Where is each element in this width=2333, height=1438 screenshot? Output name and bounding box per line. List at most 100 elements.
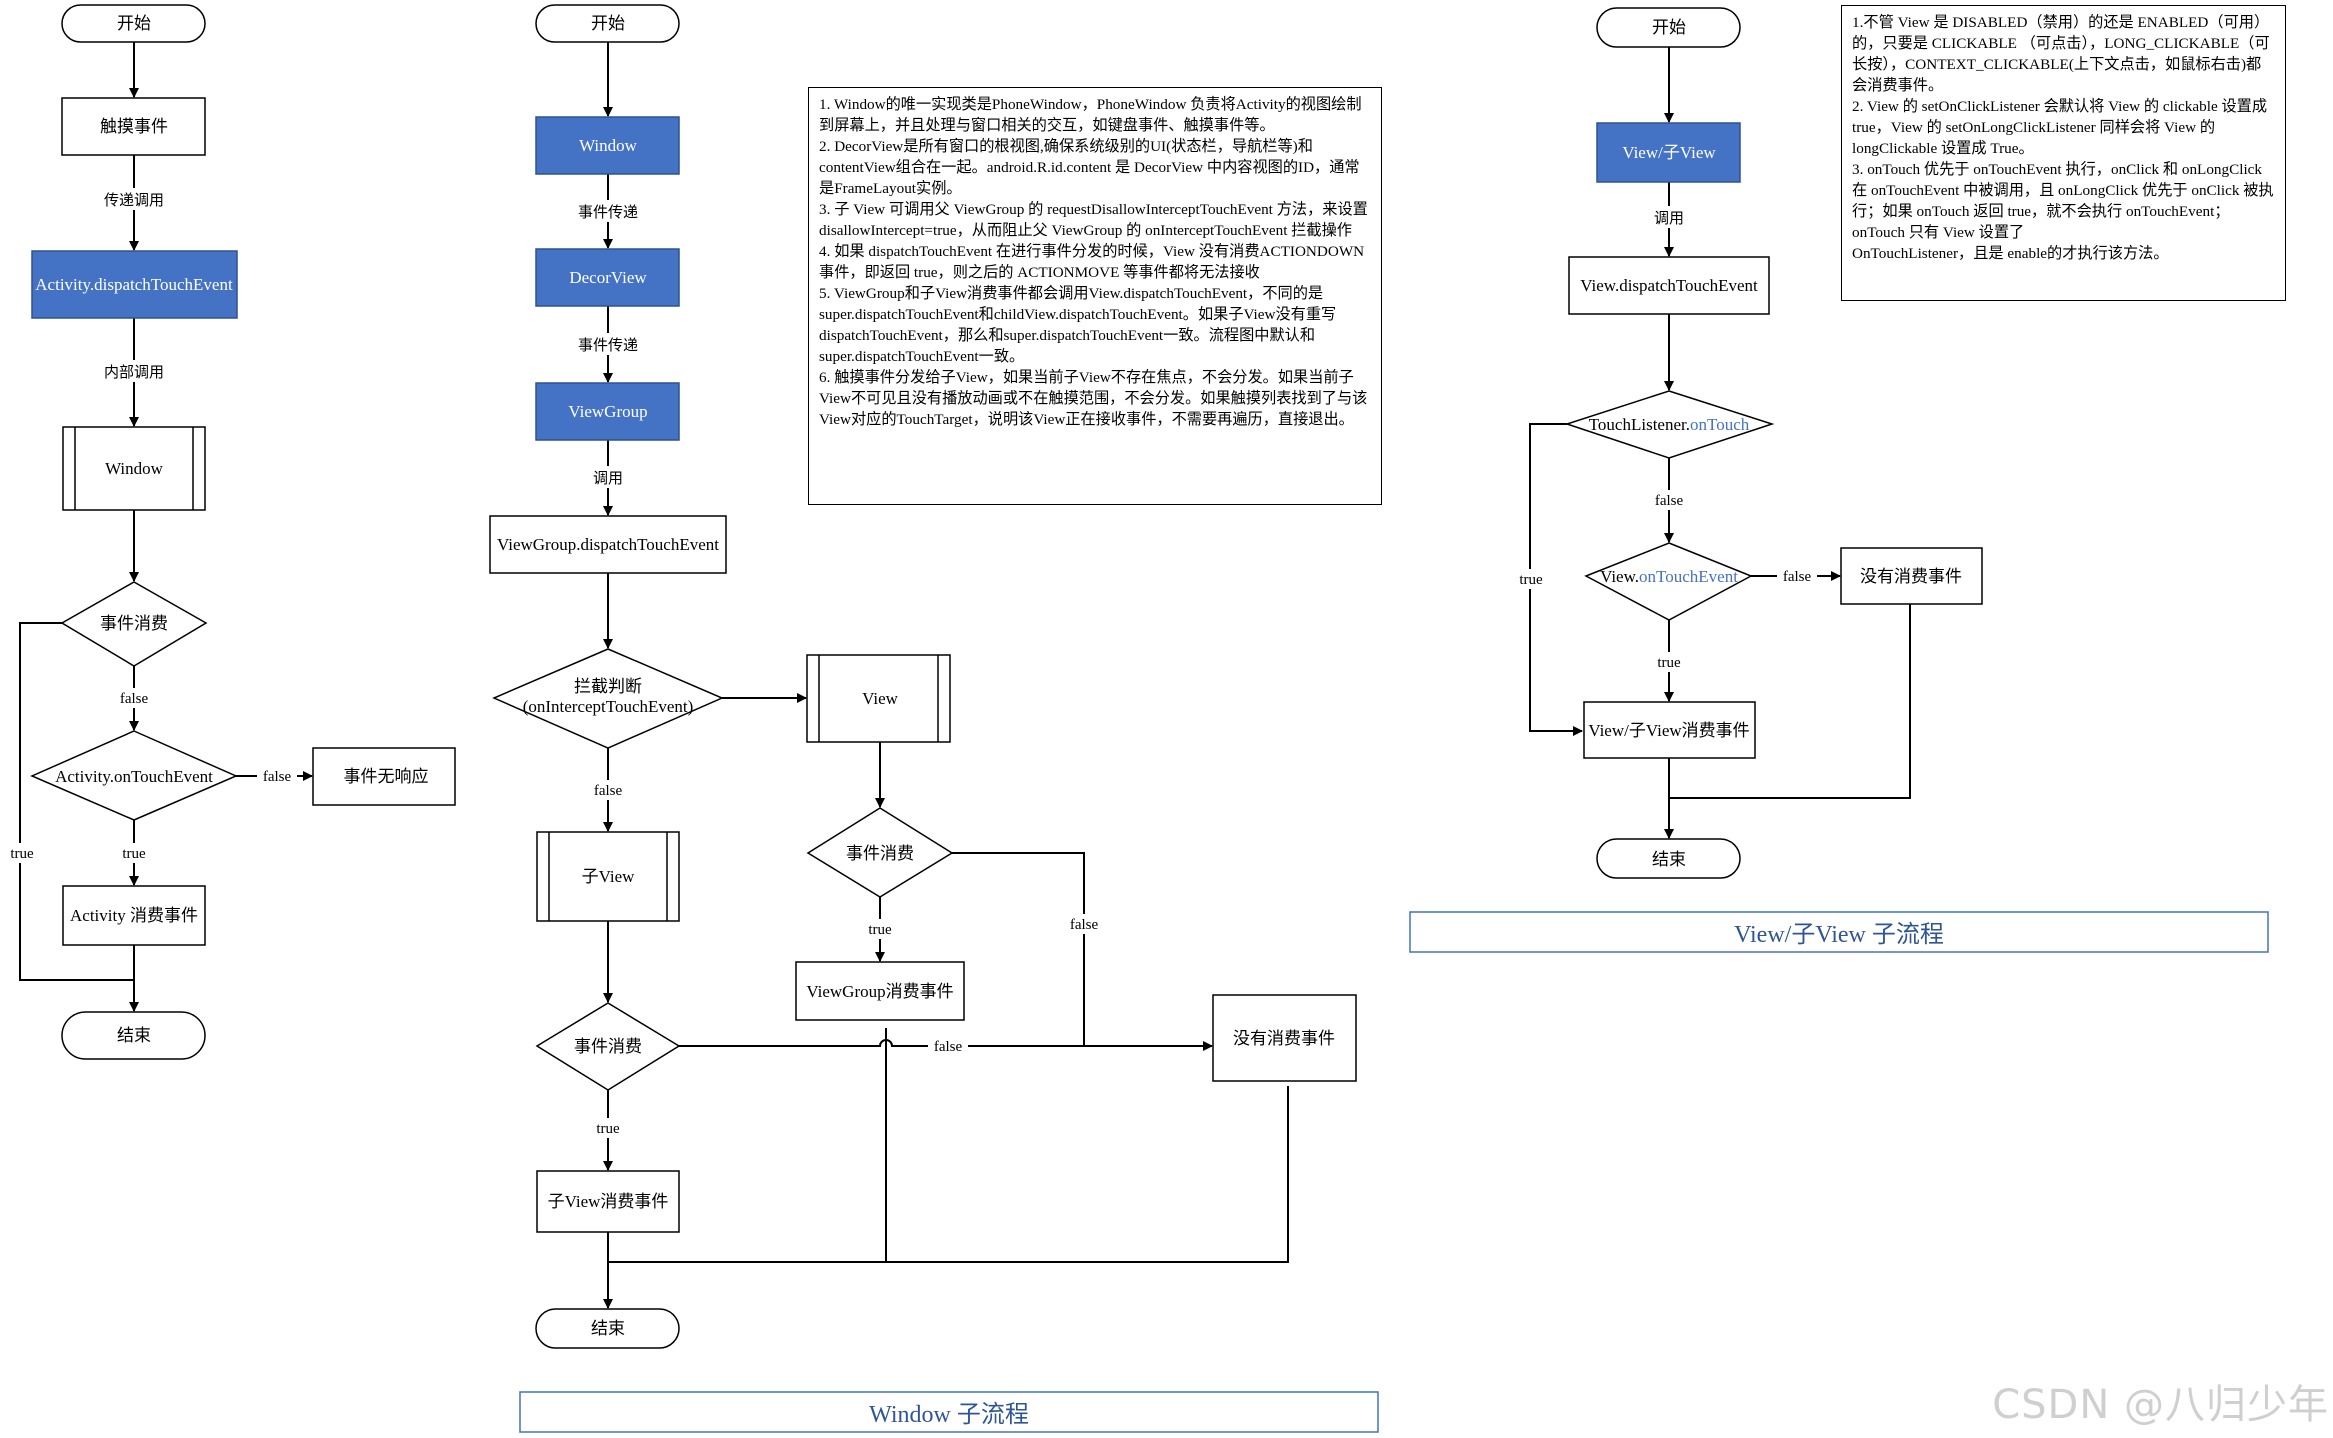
touch-listener-label: TouchListener.onTouch xyxy=(1589,415,1750,434)
label-bg xyxy=(1513,569,1549,589)
start-label: 开始 xyxy=(117,14,151,33)
csdn-watermark: CSDN @八归少年 xyxy=(1992,1382,2329,1428)
true-label: true xyxy=(122,846,146,862)
end-label: 结束 xyxy=(117,1026,151,1045)
end-label: 结束 xyxy=(1652,850,1686,869)
label-bg xyxy=(1649,490,1689,510)
call-label: 调用 xyxy=(593,470,623,487)
label-bg xyxy=(928,1036,968,1056)
window-note: 5. ViewGroup和子View消费事件都会调用View.dispatchT… xyxy=(819,285,1337,365)
true-label: true xyxy=(868,922,892,938)
start-node xyxy=(61,4,206,43)
label-bg xyxy=(568,200,648,222)
intercept-label-2: (onInterceptTouchEvent) xyxy=(523,697,694,716)
touch-event-node xyxy=(61,97,206,156)
label-bg xyxy=(1064,914,1104,934)
activity-consume-node xyxy=(62,885,206,946)
false-label: false xyxy=(1070,917,1099,933)
view-ontouchevent-prefix: View. xyxy=(1600,567,1639,586)
label-bg xyxy=(1647,206,1691,228)
view-section-frame xyxy=(1409,911,2269,953)
view-note: 1.不管 View 是 DISABLED（禁用）的还是 ENABLED（可用）的… xyxy=(1852,14,2270,94)
activity-ontouch-label: Activity.onTouchEvent xyxy=(55,767,213,786)
pass-label: 事件传递 xyxy=(578,204,638,221)
view-node xyxy=(1596,122,1741,183)
start-label: 开始 xyxy=(1652,18,1686,37)
label-bg xyxy=(1777,566,1817,586)
view-ontouchevent-suffix: onTouchEvent xyxy=(1639,567,1738,586)
decorview-label: DecorView xyxy=(569,268,647,287)
middle-flow: 开始 Window 事件传递 DecorView 事件传递 ViewGroup … xyxy=(489,4,1379,1433)
viewgroup-node xyxy=(535,382,680,441)
end-node xyxy=(535,1308,680,1349)
call-label: 调用 xyxy=(1654,210,1684,227)
window-note: 4. 如果 dispatchTouchEvent 在进行事件分发的时候，View… xyxy=(819,243,1365,281)
window-label: Window xyxy=(105,459,164,478)
view-note: OnTouchListener，且是 enable的才执行该方法。 xyxy=(1852,245,2169,262)
end-node xyxy=(61,1011,206,1060)
window-note: 2. DecorView是所有窗口的根视图,确保系统级别的UI(状态栏，导航栏等… xyxy=(819,138,1360,197)
label-bg xyxy=(116,843,152,863)
false-label: false xyxy=(120,691,149,707)
view-consume-node xyxy=(1583,701,1756,759)
edge-noconsume-end xyxy=(608,1086,1289,1263)
view-ontouchevent-decision xyxy=(1584,542,1753,621)
label-bg xyxy=(586,466,630,488)
false-label: false xyxy=(1783,569,1812,585)
label-bg xyxy=(114,688,154,708)
window-note: 6. 触摸事件分发给子View，如果当前子View不存在焦点，不会分发。如果当前… xyxy=(819,369,1368,428)
window-section-title: Window 子流程 xyxy=(869,1401,1029,1428)
intercept-label-1: 拦截判断 xyxy=(574,677,642,696)
window-node xyxy=(535,116,680,175)
intercept-decision xyxy=(492,648,724,749)
label-bg xyxy=(98,188,170,210)
view-dispatch-label: View.dispatchTouchEvent xyxy=(1580,276,1758,295)
activity-dispatch-label: Activity.dispatchTouchEvent xyxy=(35,275,233,294)
label-bg xyxy=(568,333,648,355)
touch-listener-suffix: onTouch xyxy=(1690,415,1750,434)
child-view-label: 子View xyxy=(582,867,636,886)
view-consumed-decision xyxy=(806,807,954,898)
no-consume-node xyxy=(1840,547,1983,605)
view-ontouchevent-label: View.onTouchEvent xyxy=(1600,567,1738,586)
touch-listener-prefix: TouchListener. xyxy=(1589,415,1690,434)
activity-dispatch-node xyxy=(31,250,238,319)
view-subprocess-node xyxy=(806,654,951,743)
no-response-label: 事件无响应 xyxy=(344,767,429,786)
label-bg xyxy=(98,360,170,382)
end-node xyxy=(1596,838,1741,879)
no-consume-node xyxy=(1212,994,1357,1082)
left-flow: 开始 触摸事件 传递调用 Activity.dispatchTouchEvent… xyxy=(4,4,456,1060)
false-label: false xyxy=(1655,493,1684,509)
view-consume-label: View/子View消费事件 xyxy=(1588,721,1749,740)
vg-dispatch-node xyxy=(489,515,727,574)
no-response-node xyxy=(312,747,456,806)
window-subprocess-node xyxy=(62,426,206,511)
view-note: 2. View 的 setOnClickListener 会默认将 View 的… xyxy=(1852,98,2268,157)
pass-label: 事件传递 xyxy=(578,337,638,354)
end-label: 结束 xyxy=(591,1319,625,1338)
decorview-node xyxy=(535,248,680,307)
activity-consume-label: Activity 消费事件 xyxy=(70,906,198,925)
label-bg xyxy=(588,780,628,800)
view-label: View/子View xyxy=(1622,143,1716,162)
viewgroup-label: ViewGroup xyxy=(568,402,647,421)
edge-view-false xyxy=(952,852,1085,1046)
no-consume-label: 没有消费事件 xyxy=(1233,1029,1335,1048)
window-notes-box: 1. Window的唯一实现类是PhoneWindow，PhoneWindow … xyxy=(808,87,1382,505)
view-consumed-label: 事件消费 xyxy=(846,844,914,863)
vg-consume-node xyxy=(795,961,965,1021)
child-view-subprocess-node xyxy=(536,831,680,922)
label-bg xyxy=(862,919,898,939)
event-consumed-decision xyxy=(60,581,208,667)
internal-call-label: 内部调用 xyxy=(104,364,164,381)
window-label: Window xyxy=(579,136,638,155)
right-flow: 开始 View/子View 调用 View.dispatchTouchEvent… xyxy=(1409,7,2269,953)
touch-event-label: 触摸事件 xyxy=(100,117,168,136)
edge-consumed-true-bypass xyxy=(19,622,134,981)
label-bg xyxy=(4,843,40,863)
label-bg xyxy=(257,766,297,786)
edge-noconsume-end xyxy=(1669,604,1911,799)
label-bg xyxy=(1651,652,1687,672)
